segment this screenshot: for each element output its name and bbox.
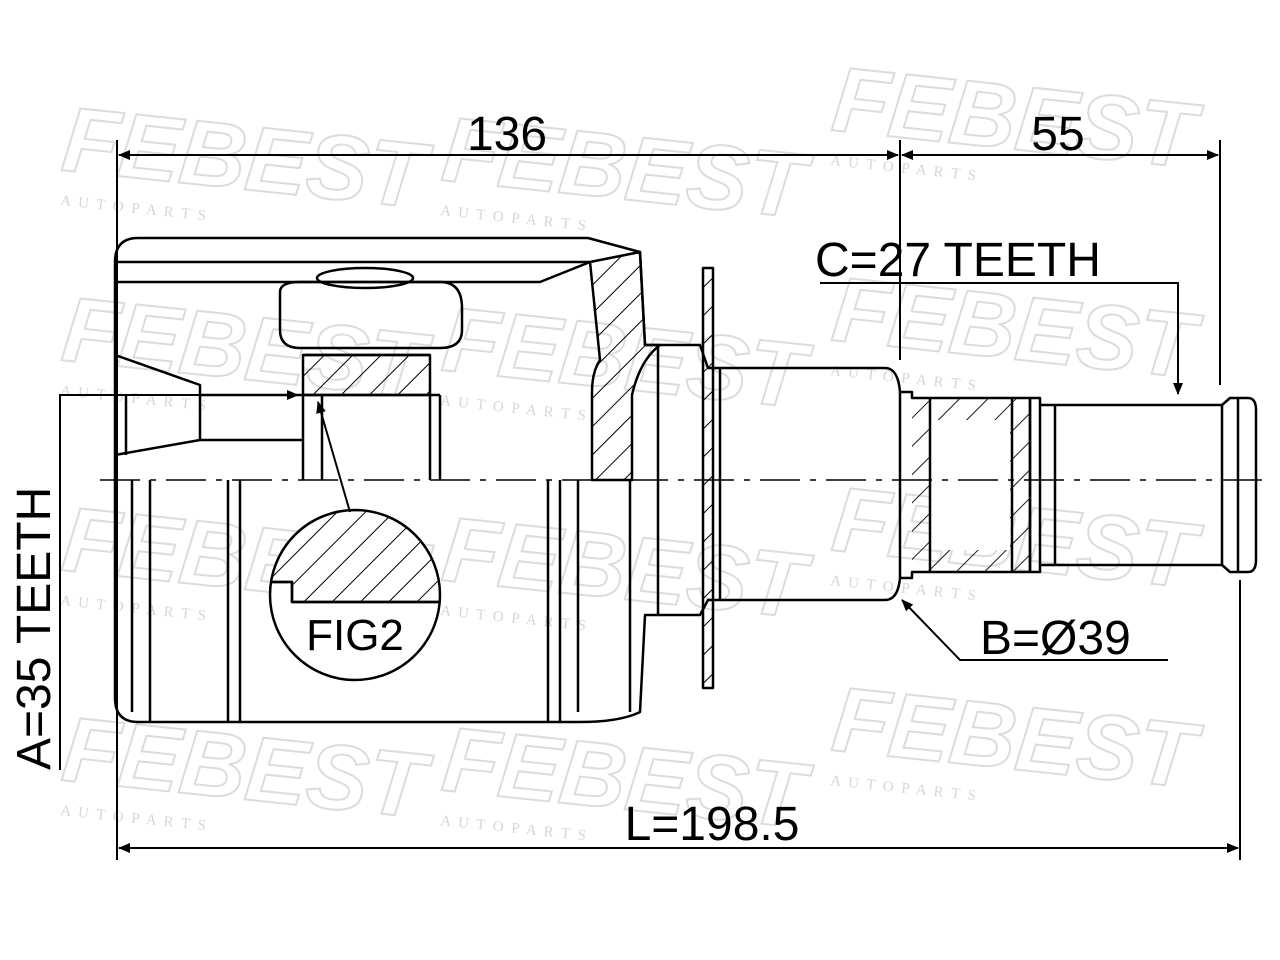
shaft-end: [1030, 396, 1258, 574]
fig2-detail: [268, 508, 442, 682]
dim-label-overall: L=198.5: [625, 798, 800, 851]
dim-label-136: 136: [467, 108, 547, 161]
detail-label-fig2: FIG2: [306, 611, 404, 660]
detail-leader: [316, 401, 351, 513]
callout-a-teeth: A=35 TEETH: [8, 487, 61, 770]
callout-c-teeth: C=27 TEETH: [815, 234, 1101, 287]
detail-outline: [270, 580, 440, 604]
roller-ball: [278, 280, 464, 350]
watermark: FEBEST A U T O P A R T S: [827, 667, 1207, 809]
tripod-arm-hatch: [301, 353, 432, 397]
watermark: FEBEST A U T O P A R T S: [57, 87, 437, 229]
watermark: FEBEST A U T O P A R T S: [57, 697, 437, 839]
housing-wall-hatch: [588, 250, 662, 482]
watermark: FEBEST A U T O P A R T S: [827, 47, 1207, 189]
shaft-neck: [658, 343, 902, 617]
callout-b-diameter: B=Ø39: [980, 612, 1131, 665]
cv-joint-part: [100, 236, 1270, 724]
dim-label-55: 55: [1031, 108, 1084, 161]
watermark: FEBEST A U T O P A R T S: [437, 497, 817, 639]
spline-bg: [930, 420, 1010, 550]
bore-outline: [114, 353, 202, 457]
housing-cavity: [115, 260, 591, 284]
dust-shield: [701, 266, 715, 690]
roller-top: [315, 266, 415, 290]
leader-c: [820, 282, 1183, 395]
dimension-layer: [59, 140, 1241, 860]
housing-outline: [113, 236, 660, 724]
leader-b: [901, 599, 1168, 661]
label-layer: 136 55 L=198.5 C=27 TEETH B=Ø39 A=35 TEE…: [8, 108, 1131, 851]
leader-a: [59, 390, 299, 770]
